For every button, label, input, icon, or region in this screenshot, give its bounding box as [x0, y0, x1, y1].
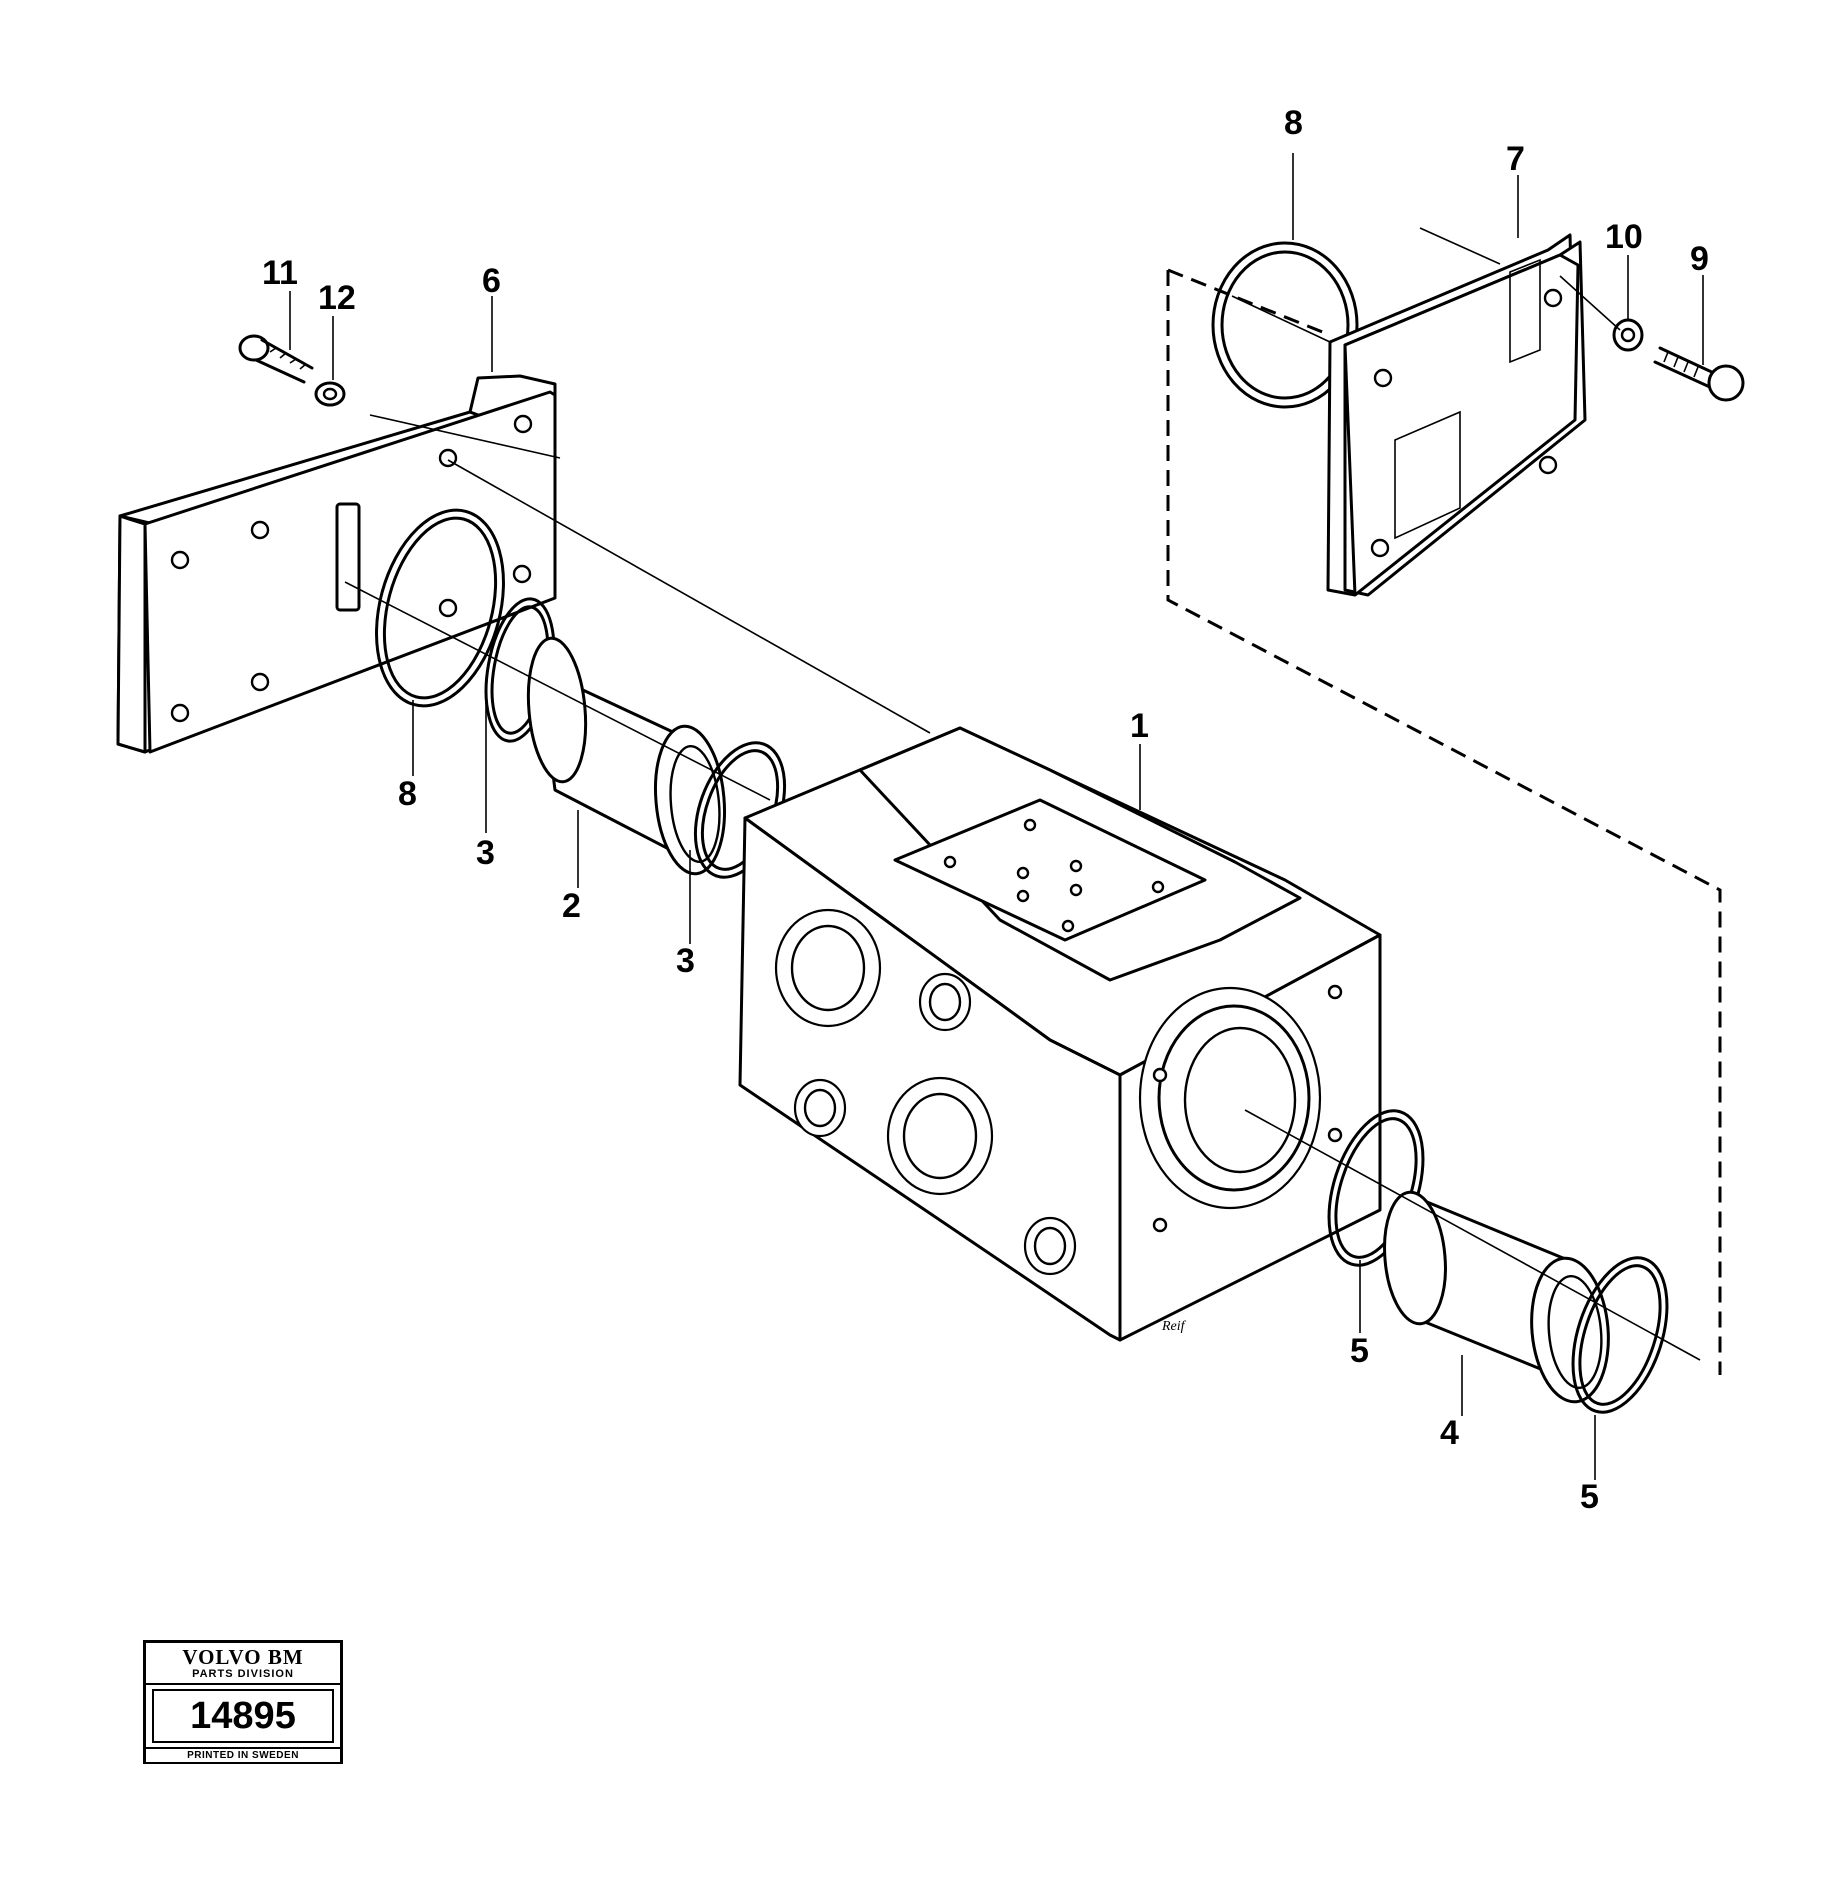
- right-sleeve: [1383, 1190, 1610, 1404]
- stamp-division: PARTS DIVISION: [146, 1668, 340, 1685]
- callout-1: 1: [1130, 707, 1149, 745]
- right-end-cover: [1326, 233, 1587, 597]
- left-cap-screw: [238, 334, 314, 384]
- callout-6: 6: [482, 262, 501, 300]
- left-sleeve: [526, 636, 726, 876]
- right-screw-washer: [1612, 318, 1644, 352]
- left-end-cover: [116, 374, 557, 754]
- callout-labels: 1 2 3 3 4 5 5 6 7 8 8 9 10 11 12: [262, 104, 1709, 1516]
- publisher-stamp: VOLVO BM PARTS DIVISION 14895 PRINTED IN…: [143, 1640, 343, 1764]
- stamp-footer: PRINTED IN SWEDEN: [146, 1747, 340, 1762]
- artist-signature: Reif: [1161, 1319, 1187, 1334]
- stamp-drawing-number: 14895: [152, 1689, 334, 1743]
- callout-12: 12: [318, 279, 356, 317]
- valve-body: Reif: [738, 726, 1382, 1342]
- callout-9: 9: [1690, 240, 1709, 278]
- callout-4: 4: [1440, 1414, 1459, 1452]
- left-screw-washer: [314, 381, 346, 407]
- right-o-ring-outer: [1571, 1256, 1669, 1414]
- callout-5-inner: 5: [1350, 1332, 1369, 1370]
- leader-lines: [289, 153, 1704, 1480]
- callout-8-right: 8: [1284, 104, 1303, 142]
- right-o-ring-large: [1211, 241, 1359, 409]
- callout-11: 11: [262, 254, 298, 292]
- callout-3-inner: 3: [676, 942, 695, 980]
- right-cap-screw: [1653, 346, 1745, 402]
- callout-5-outer: 5: [1580, 1478, 1599, 1516]
- left-o-ring-large: [375, 508, 505, 708]
- callout-10: 10: [1605, 218, 1643, 256]
- callout-3-left: 3: [476, 834, 495, 872]
- callout-2: 2: [562, 887, 581, 925]
- callout-8-left: 8: [398, 775, 417, 813]
- assembly-lines: [344, 227, 1722, 1375]
- callout-7: 7: [1506, 140, 1525, 178]
- stamp-brand: VOLVO BM: [182, 1645, 304, 1669]
